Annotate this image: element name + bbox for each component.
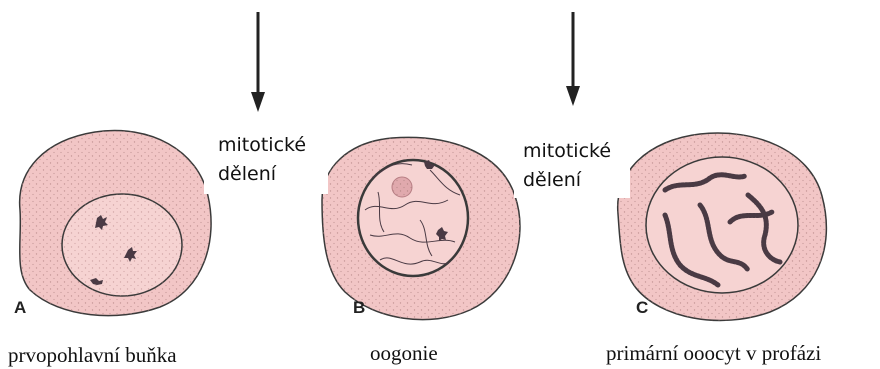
- mitosis-label-2-line2: dělení: [523, 169, 581, 191]
- caption-cell-a: prvopohlavní buňka: [8, 343, 177, 368]
- panel-letter-b: B: [353, 298, 365, 318]
- cell-c: [618, 133, 827, 320]
- arrowhead-1: [251, 92, 265, 112]
- mitosis-label-2-line1: mitotické: [523, 140, 611, 162]
- caption-cell-c: primární ooocyt v profázi: [606, 341, 821, 366]
- cell-a: [20, 131, 211, 316]
- panel-letter-c: C: [636, 298, 648, 318]
- cell-b: [322, 137, 520, 319]
- mitosis-label-1-line1: mitotické: [218, 134, 306, 156]
- arrowhead-2: [566, 86, 580, 106]
- caption-cell-b: oogonie: [370, 341, 438, 366]
- cell-b-nucleus: [358, 160, 468, 276]
- panel-letter-a: A: [14, 298, 26, 318]
- mitosis-label-1-line2: dělení: [218, 163, 276, 185]
